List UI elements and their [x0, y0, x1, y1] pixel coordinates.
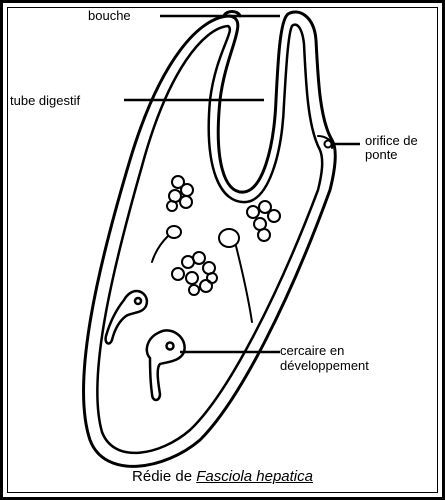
caption-species: Fasciola hepatica — [196, 468, 313, 485]
label-tube-digestif: tube digestif — [10, 94, 80, 108]
cercaria-small — [106, 291, 147, 344]
caption-prefix: Rédie de — [132, 468, 196, 485]
label-cercaire-2: développement — [280, 359, 369, 373]
germ-ball-cluster-1 — [167, 176, 193, 211]
germ-ball-cluster-3 — [172, 252, 217, 295]
label-cercaire-1: cercaire en — [280, 344, 344, 358]
germ-ball-cluster-2 — [247, 201, 280, 241]
label-orifice-de-ponte-1: orifice de — [365, 134, 418, 148]
label-bouche: bouche — [88, 9, 131, 23]
label-orifice-de-ponte-2: ponte — [365, 148, 398, 162]
cercaria-large — [147, 330, 185, 400]
birth-pore — [325, 141, 332, 148]
body-outline-inner — [97, 25, 322, 453]
embryo-1 — [152, 226, 181, 262]
embryo-2 — [219, 229, 252, 322]
figure-caption: Rédie de Fasciola hepatica — [0, 468, 445, 485]
